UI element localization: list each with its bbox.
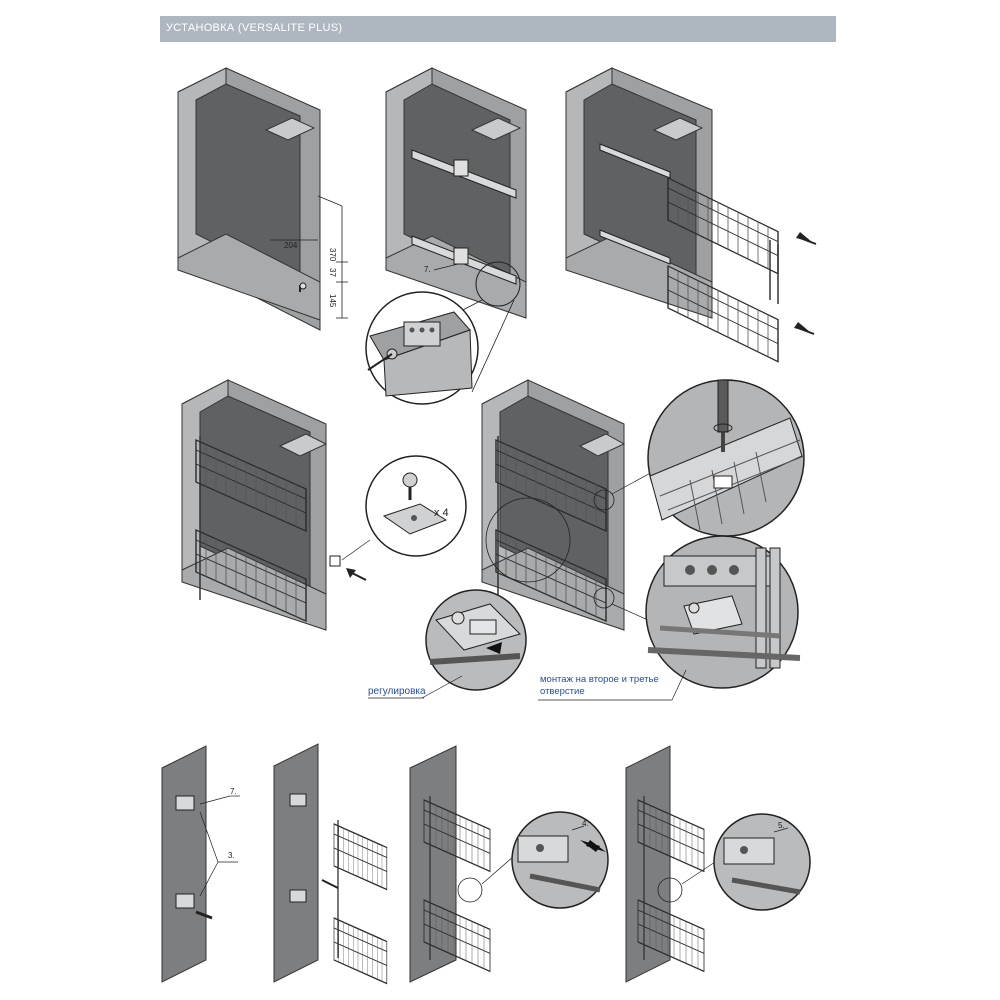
door-panel-2 — [273, 743, 388, 985]
cabinet-3 — [565, 67, 817, 363]
door-panel-3 — [409, 745, 515, 983]
dim-204: 204 — [284, 241, 298, 250]
door-panel-1: 7. 3. — [161, 745, 240, 983]
cabinet-4 — [181, 379, 367, 631]
dim-37: 37 — [328, 268, 337, 277]
dim-145: 145 — [328, 294, 337, 308]
step-7-label-a: 7. — [424, 265, 431, 274]
step-5-label: 5. — [778, 821, 785, 830]
step-4-detail-zoom: 4. — [511, 811, 609, 909]
adjust-detail-zoom — [425, 589, 527, 691]
screwdriver-detail-zoom — [647, 379, 805, 537]
step-4-label: 4. — [582, 819, 589, 828]
step-3-label: 3. — [228, 851, 235, 860]
mount-detail-zoom — [645, 535, 801, 689]
cabinet-5 — [481, 379, 657, 631]
step-5-detail-zoom: 5. — [713, 813, 811, 911]
door-panel-4 — [625, 745, 719, 983]
step-7-label-b: 7. — [230, 787, 237, 796]
cabinet-1: 204 370 37 145 — [177, 67, 348, 331]
mount-label-line1: монтаж на вторoе и третье — [540, 674, 659, 685]
dim-370: 370 — [328, 248, 337, 262]
cabinet-2: 7. — [385, 67, 527, 393]
section-header: УСТАНОВКА (VERSALITE PLUS) — [160, 16, 836, 42]
screw-count: x 4 — [434, 507, 449, 519]
section-title: УСТАНОВКА (VERSALITE PLUS) — [166, 22, 343, 34]
mount-label-line2: отверстие — [540, 686, 585, 697]
adjust-label: регулировка — [368, 686, 426, 697]
slide-detail-zoom — [365, 291, 479, 405]
clip-screws-detail: x 4 — [341, 455, 467, 561]
